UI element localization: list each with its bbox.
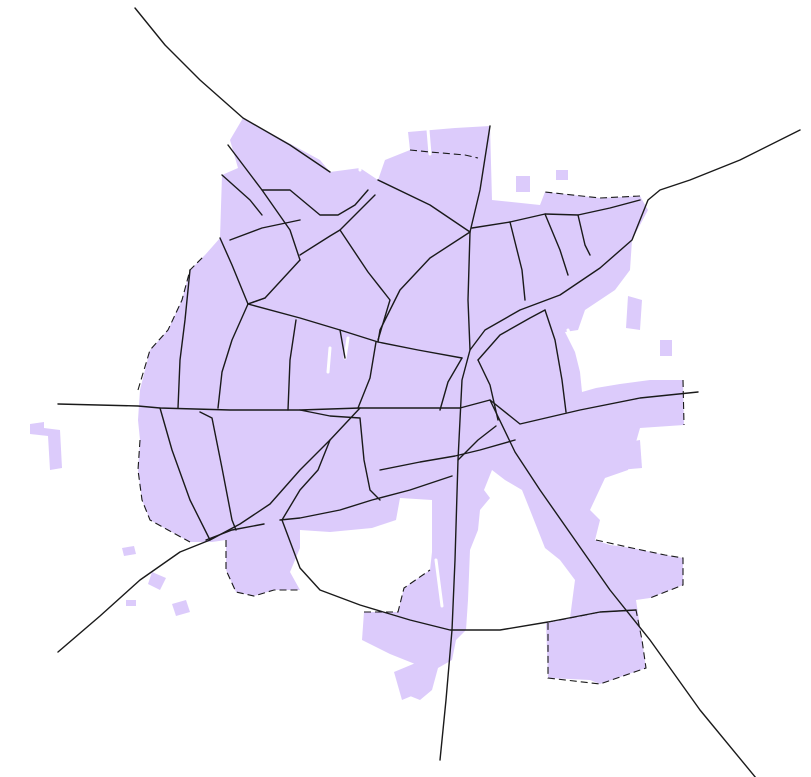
block-south-west-1 xyxy=(122,546,136,556)
block-south-west-2 xyxy=(148,572,166,590)
block-main xyxy=(138,118,684,700)
road-south-ring xyxy=(281,519,637,631)
block-north-east-1 xyxy=(516,176,530,192)
road-north-arterial xyxy=(469,125,491,233)
road-north-east-arterial xyxy=(469,129,801,351)
block-boundaries xyxy=(137,149,685,685)
road-north-west-arterial xyxy=(134,7,331,173)
block-south-west-4 xyxy=(172,600,190,616)
block-east-1 xyxy=(626,296,642,330)
block-east-3 xyxy=(618,440,642,470)
block-south-west-3 xyxy=(126,600,136,606)
block-east-2 xyxy=(660,340,672,356)
block-north-east-2 xyxy=(556,170,568,180)
block-south-outlier xyxy=(394,662,426,700)
road-south-east-arterial xyxy=(489,399,757,777)
road-network xyxy=(57,7,801,777)
road-south-arterial xyxy=(439,231,471,761)
street-gaps xyxy=(326,118,576,608)
block-west-outlier xyxy=(30,422,62,470)
built-up-area xyxy=(30,118,684,700)
